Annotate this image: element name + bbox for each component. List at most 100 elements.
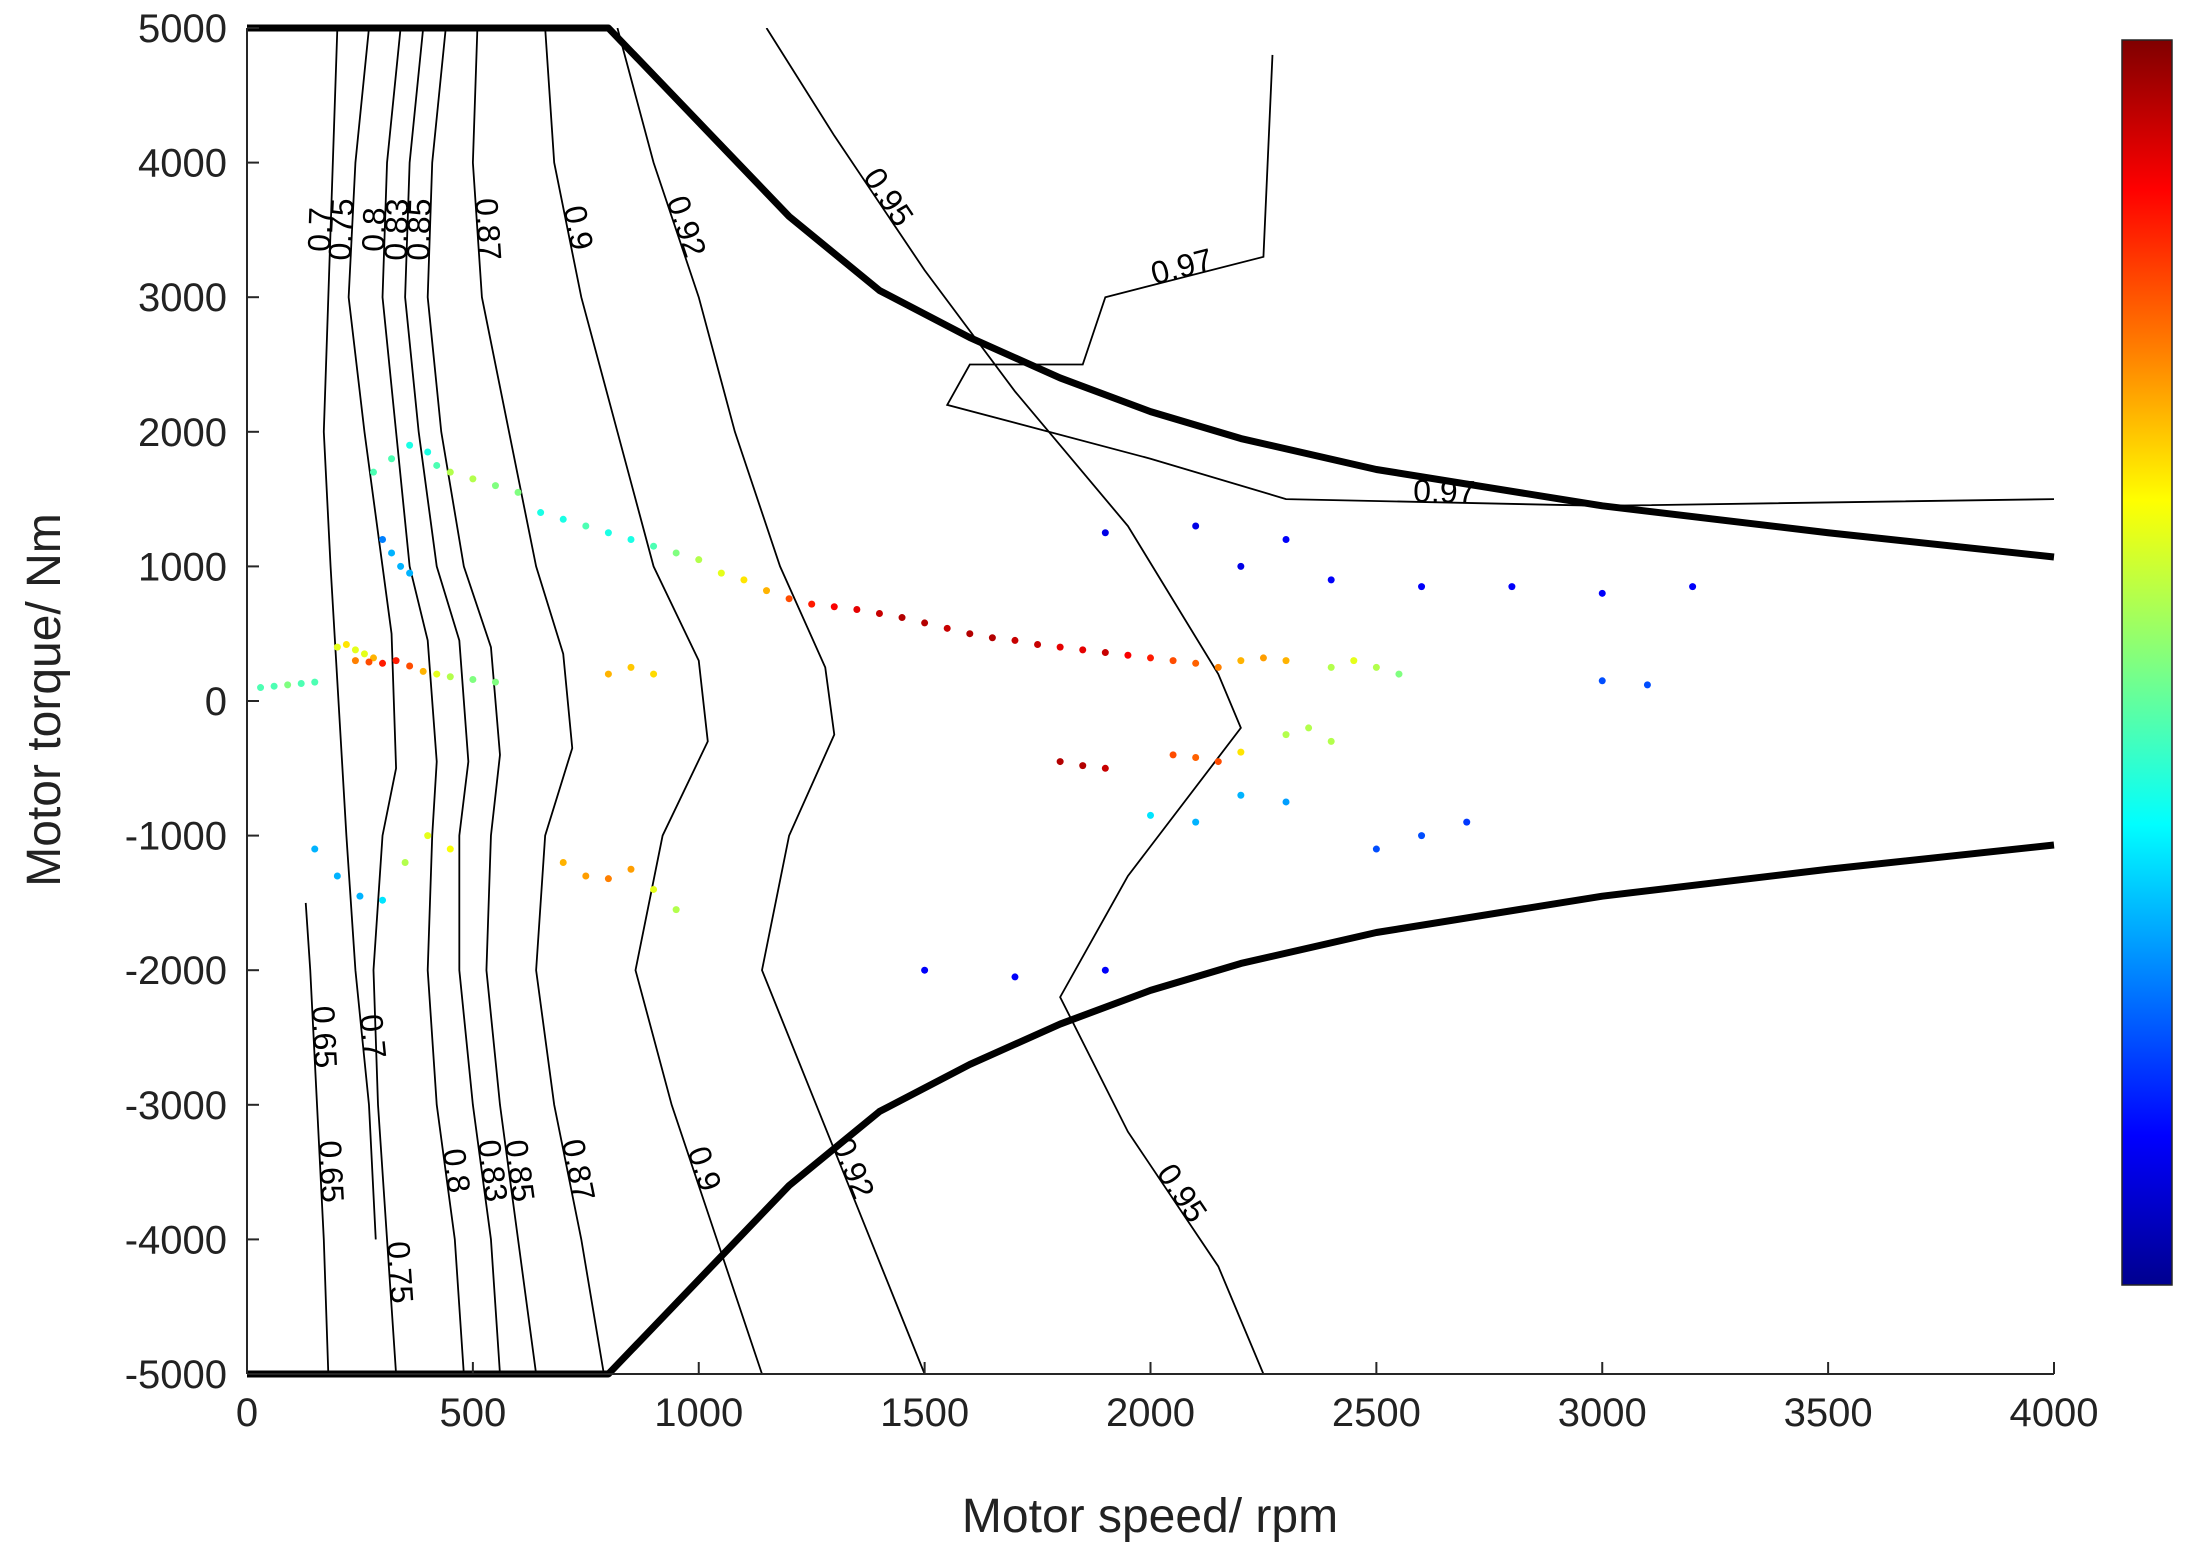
operating-point xyxy=(1124,651,1132,659)
operating-point xyxy=(1327,663,1335,671)
operating-point xyxy=(1056,643,1064,651)
contour-line xyxy=(381,28,465,1374)
operating-point xyxy=(559,515,567,523)
y-tick-label: 4000 xyxy=(138,142,227,186)
operating-point xyxy=(921,619,929,627)
operating-point xyxy=(1372,663,1380,671)
operating-point xyxy=(1034,640,1042,648)
contour-line xyxy=(616,28,926,1374)
operating-point xyxy=(740,576,748,584)
operating-point xyxy=(1192,818,1200,826)
contour-line xyxy=(945,54,2054,507)
operating-point xyxy=(369,468,377,476)
envelope-upper xyxy=(247,24,2055,561)
operating-point xyxy=(342,640,350,648)
operating-point xyxy=(650,542,658,550)
operating-point xyxy=(360,650,368,658)
operating-point xyxy=(1101,649,1109,657)
contour-label: 0.85 xyxy=(498,1137,542,1204)
contour-line xyxy=(426,28,538,1374)
operating-point xyxy=(1056,758,1064,766)
operating-point xyxy=(650,885,658,893)
contour-label: 0.83 xyxy=(471,1137,515,1204)
contour-label: 0.65 xyxy=(312,1140,351,1204)
operating-point xyxy=(582,522,590,530)
contour-label: 0.97 xyxy=(1413,473,1476,510)
max-torque-envelope xyxy=(247,24,2055,1378)
x-tick-label: 3500 xyxy=(1784,1391,1873,1435)
contour-label: 0.85 xyxy=(400,198,438,261)
operating-point xyxy=(379,535,387,543)
envelope-lower xyxy=(247,841,2055,1378)
operating-point xyxy=(1282,798,1290,806)
contour-label: 0.7 xyxy=(301,207,338,253)
contour-line xyxy=(471,28,605,1374)
operating-point xyxy=(988,634,996,642)
operating-point xyxy=(1169,657,1177,665)
operating-point xyxy=(388,455,396,463)
operating-point xyxy=(808,600,816,608)
operating-points xyxy=(257,441,1697,981)
operating-point xyxy=(297,680,305,688)
operating-point xyxy=(717,569,725,577)
operating-point xyxy=(419,667,427,675)
operating-point xyxy=(406,569,414,577)
operating-point xyxy=(1350,657,1358,665)
y-tick-label: 2000 xyxy=(138,411,227,455)
operating-point xyxy=(1689,583,1697,591)
operating-point xyxy=(1192,659,1200,667)
operating-point xyxy=(397,562,405,570)
contour-line xyxy=(347,28,397,1374)
operating-point xyxy=(1237,562,1245,570)
operating-point xyxy=(582,872,590,880)
x-tick-label: 0 xyxy=(236,1391,258,1435)
operating-point xyxy=(898,614,906,622)
operating-point xyxy=(1508,583,1516,591)
operating-point xyxy=(1598,677,1606,685)
x-tick-label: 500 xyxy=(440,1391,507,1435)
y-tick-label: 1000 xyxy=(138,545,227,589)
operating-point xyxy=(333,872,341,880)
operating-point xyxy=(1011,636,1019,644)
operating-point xyxy=(311,678,319,686)
operating-point xyxy=(1418,583,1426,591)
operating-point xyxy=(604,529,612,537)
operating-point xyxy=(695,556,703,564)
contour-label: 0.83 xyxy=(377,198,415,261)
x-tick-label: 3000 xyxy=(1558,1391,1647,1435)
operating-point xyxy=(830,603,838,611)
operating-point xyxy=(1305,724,1313,732)
operating-point xyxy=(388,549,396,557)
operating-point xyxy=(943,624,951,632)
operating-point xyxy=(514,488,522,496)
colorbar xyxy=(2121,39,2173,1286)
y-tick-label: 3000 xyxy=(138,276,227,320)
operating-point xyxy=(1282,657,1290,665)
operating-point xyxy=(1237,748,1245,756)
operating-point xyxy=(433,670,441,678)
operating-point xyxy=(406,662,414,670)
operating-point xyxy=(1327,576,1335,584)
plot-area xyxy=(247,28,2054,1374)
x-tick-label: 1000 xyxy=(654,1391,743,1435)
contour-line xyxy=(765,28,1265,1374)
operating-point xyxy=(392,657,400,665)
contour-label: 0.75 xyxy=(322,197,361,261)
contour-label: 0.8 xyxy=(436,1146,478,1195)
operating-point xyxy=(351,657,359,665)
operating-point xyxy=(1169,751,1177,759)
operating-point xyxy=(356,892,364,900)
operating-point xyxy=(1282,731,1290,739)
operating-point xyxy=(627,865,635,873)
operating-point xyxy=(1101,529,1109,537)
operating-point xyxy=(1214,663,1222,671)
contour-line xyxy=(404,28,501,1374)
operating-point xyxy=(424,448,432,456)
contour-label: 0.87 xyxy=(468,197,508,262)
operating-point xyxy=(537,509,545,517)
y-tick-label: 5000 xyxy=(138,7,227,51)
operating-point xyxy=(1237,657,1245,665)
operating-point xyxy=(446,468,454,476)
